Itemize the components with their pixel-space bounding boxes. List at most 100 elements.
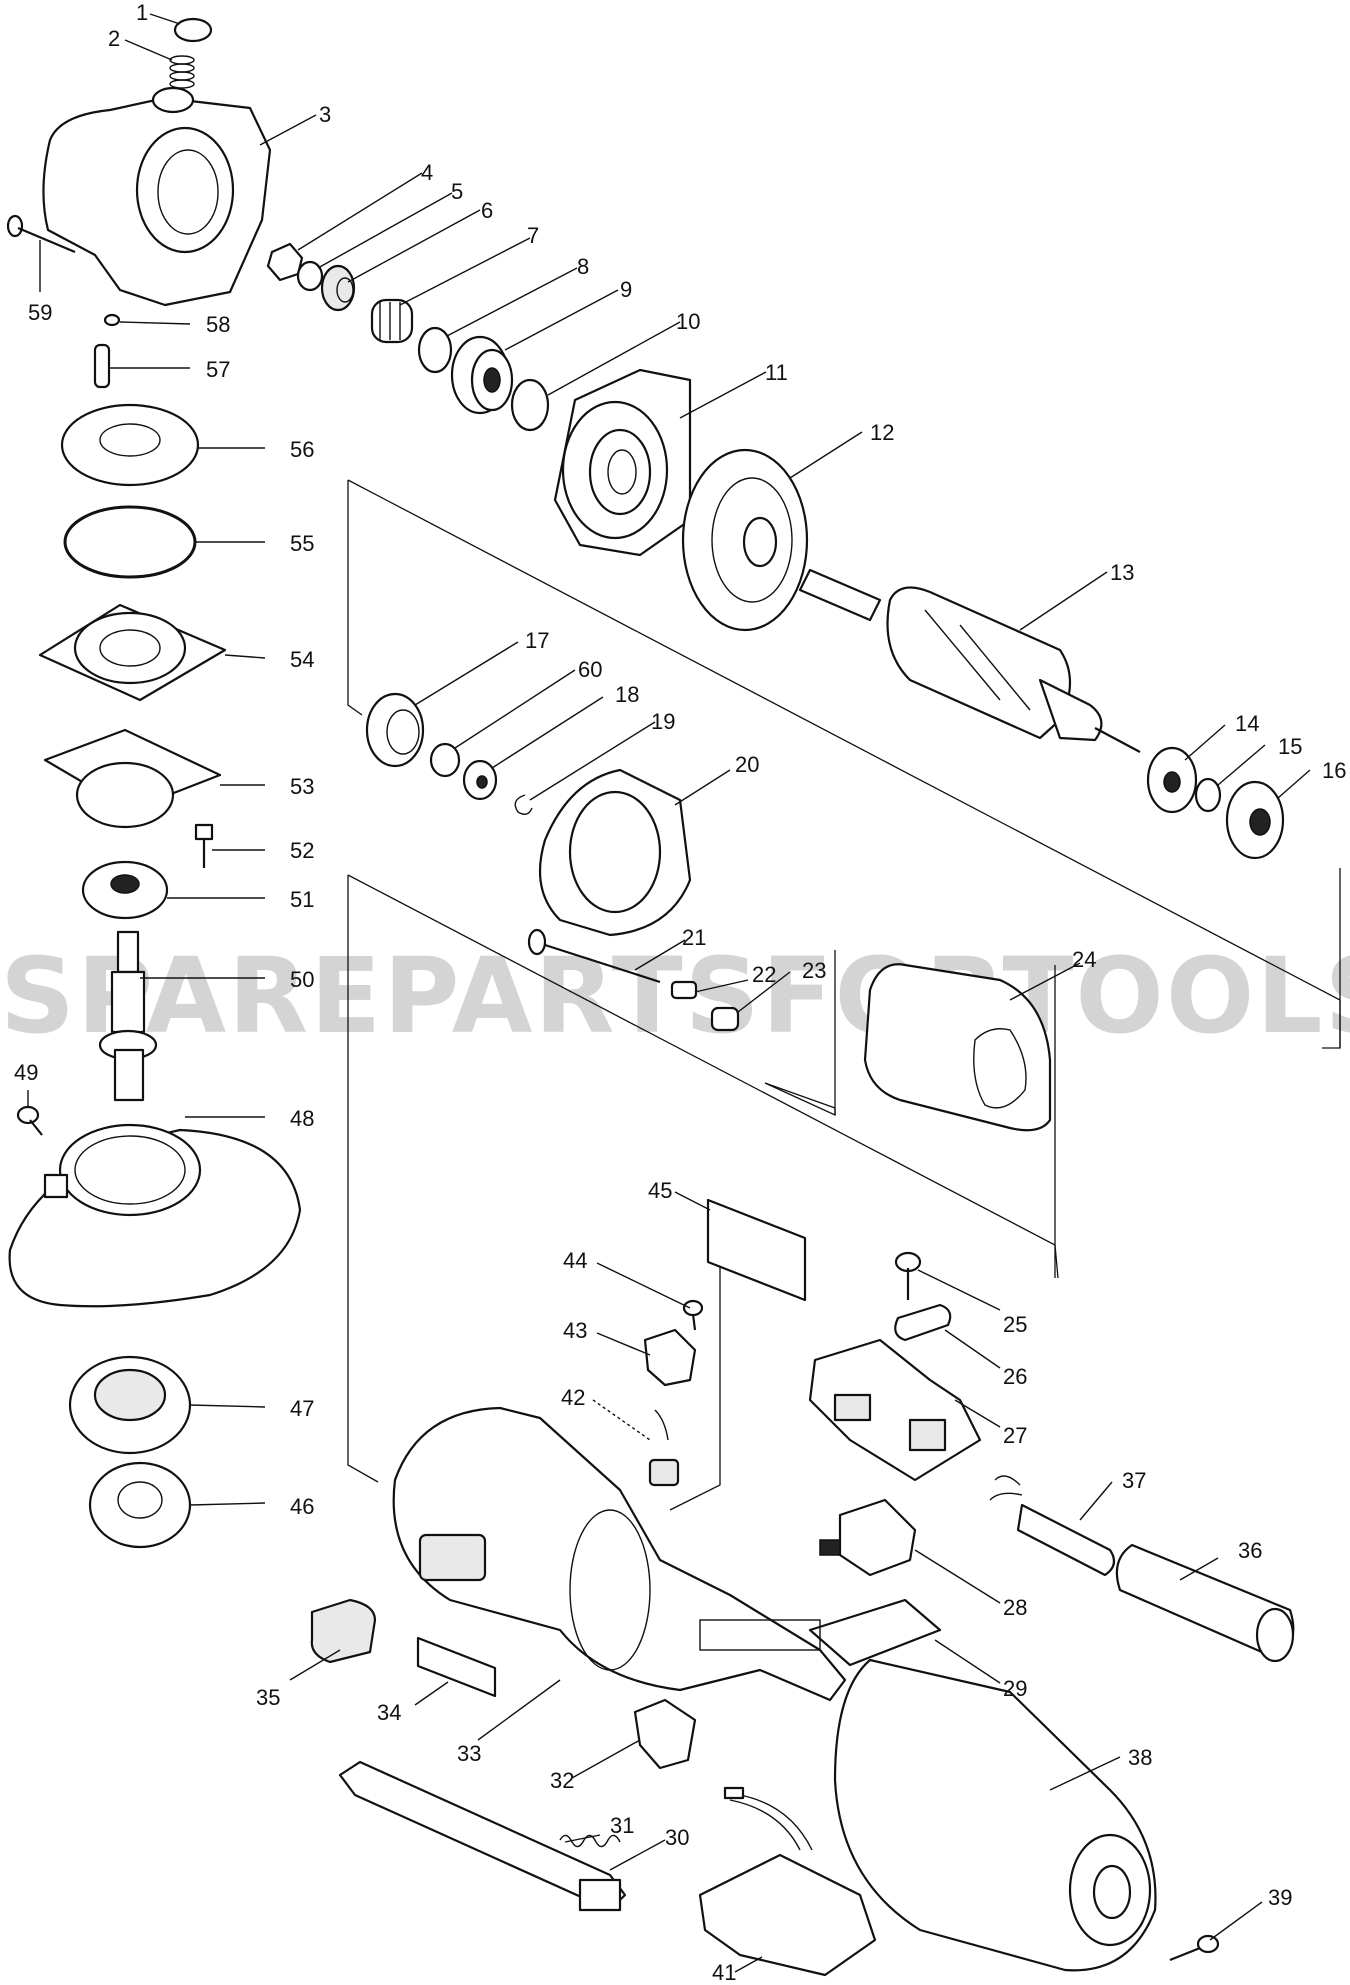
- label-32: 32: [550, 1768, 574, 1793]
- label-34: 34: [377, 1700, 401, 1725]
- label-25: 25: [1003, 1312, 1027, 1337]
- part-60-washer: [429, 742, 461, 778]
- label-9: 9: [620, 277, 632, 302]
- part-10-washer: [510, 378, 550, 432]
- part-54-packing-gland: [38, 603, 227, 702]
- part-13-armature: [798, 568, 1141, 753]
- label-48: 48: [290, 1106, 314, 1131]
- label-26: 26: [1003, 1364, 1027, 1389]
- label-10: 10: [676, 309, 700, 334]
- part-49-bolt: [16, 1105, 43, 1136]
- label-50: 50: [290, 967, 314, 992]
- part-50-spindle: [98, 930, 158, 1102]
- part-9-ball-bearing: [450, 335, 514, 415]
- part-26-strain-relief: [894, 1303, 952, 1342]
- label-18: 18: [615, 682, 639, 707]
- part-38-rear-cover: [833, 1658, 1157, 1972]
- part-number-labels: 1 2 3 4 5 6 7 8 9 10 11 12 13 14 15 16 1…: [14, 0, 1346, 1985]
- label-8: 8: [577, 254, 589, 279]
- part-36-side-grip: [1115, 1543, 1295, 1663]
- label-43: 43: [563, 1318, 587, 1343]
- part-28-switch: [819, 1498, 917, 1577]
- label-23: 23: [802, 958, 826, 983]
- part-16-bearing: [1225, 780, 1285, 860]
- label-27: 27: [1003, 1423, 1027, 1448]
- part-2-spring: [169, 55, 195, 89]
- label-60: 60: [578, 657, 602, 682]
- label-51: 51: [290, 887, 314, 912]
- label-47: 47: [290, 1396, 314, 1421]
- part-21-screw: [527, 928, 661, 984]
- part-7-bearing: [370, 298, 414, 344]
- label-46: 46: [290, 1494, 314, 1519]
- label-53: 53: [290, 774, 314, 799]
- label-57: 57: [206, 357, 230, 382]
- label-38: 38: [1128, 1745, 1152, 1770]
- label-12: 12: [870, 420, 894, 445]
- part-23-clamp: [710, 1006, 740, 1032]
- label-3: 3: [319, 102, 331, 127]
- part-42-carbon-brush: [648, 1409, 680, 1487]
- part-51-bearing: [81, 860, 169, 920]
- label-49: 49: [14, 1060, 38, 1085]
- part-55-o-ring: [63, 505, 197, 579]
- assembly-guide-lines: [347, 479, 1341, 1511]
- part-32-lock-lever: [633, 1698, 697, 1770]
- part-35-cap: [310, 1598, 377, 1664]
- label-19: 19: [651, 709, 675, 734]
- part-41-controller: [698, 1786, 877, 1977]
- label-55: 55: [290, 531, 314, 556]
- label-13: 13: [1110, 560, 1134, 585]
- label-4: 4: [421, 160, 433, 185]
- label-45: 45: [648, 1178, 672, 1203]
- label-2: 2: [108, 26, 120, 51]
- part-15-washer: [1194, 777, 1222, 813]
- part-29-switch-holder: [808, 1598, 942, 1667]
- label-56: 56: [290, 437, 314, 462]
- label-58: 58: [206, 312, 230, 337]
- part-52-screw: [194, 823, 214, 868]
- leader-lines: [27, 13, 1311, 1973]
- part-37-cord-guard: [989, 1475, 1116, 1577]
- part-25-screw: [894, 1251, 922, 1300]
- label-35: 35: [256, 1685, 280, 1710]
- part-17-bearing: [365, 692, 425, 768]
- part-5-washer: [296, 260, 324, 292]
- label-37: 37: [1122, 1468, 1146, 1493]
- label-36: 36: [1238, 1538, 1262, 1563]
- label-59: 59: [28, 300, 52, 325]
- label-16: 16: [1322, 758, 1346, 783]
- label-28: 28: [1003, 1595, 1027, 1620]
- label-33: 33: [457, 1741, 481, 1766]
- part-19-retaining-ring: [514, 794, 533, 815]
- part-48-wheel-guard: [8, 1123, 302, 1308]
- part-39-screw: [1169, 1934, 1220, 1962]
- part-30-switch-lever: [338, 1760, 627, 1912]
- part-8-retaining-ring: [417, 326, 453, 374]
- label-5: 5: [451, 179, 463, 204]
- part-1-cap: [173, 17, 213, 43]
- label-39: 39: [1268, 1885, 1292, 1910]
- label-11: 11: [765, 360, 788, 385]
- label-42: 42: [561, 1385, 585, 1410]
- part-44-screw: [682, 1299, 704, 1331]
- part-47-inner-flange: [68, 1355, 192, 1455]
- parts: [6, 17, 1295, 1977]
- label-14: 14: [1235, 711, 1259, 736]
- part-46-lock-nut: [88, 1461, 192, 1549]
- label-21: 21: [682, 925, 706, 950]
- part-59-screw: [6, 214, 76, 254]
- part-12-fan: [681, 448, 809, 632]
- part-58-small-o-ring: [103, 313, 121, 327]
- label-22: 22: [752, 962, 776, 987]
- label-17: 17: [525, 628, 549, 653]
- part-43-brush-holder: [643, 1328, 697, 1387]
- part-34-label: [416, 1636, 497, 1698]
- part-4-nut: [266, 242, 304, 282]
- label-29: 29: [1003, 1676, 1027, 1701]
- part-53-bearing-retainer: [43, 728, 222, 829]
- part-56-spiral-bevel-gear: [60, 403, 200, 487]
- label-54: 54: [290, 647, 314, 672]
- part-6-pinion-gear: [320, 264, 356, 312]
